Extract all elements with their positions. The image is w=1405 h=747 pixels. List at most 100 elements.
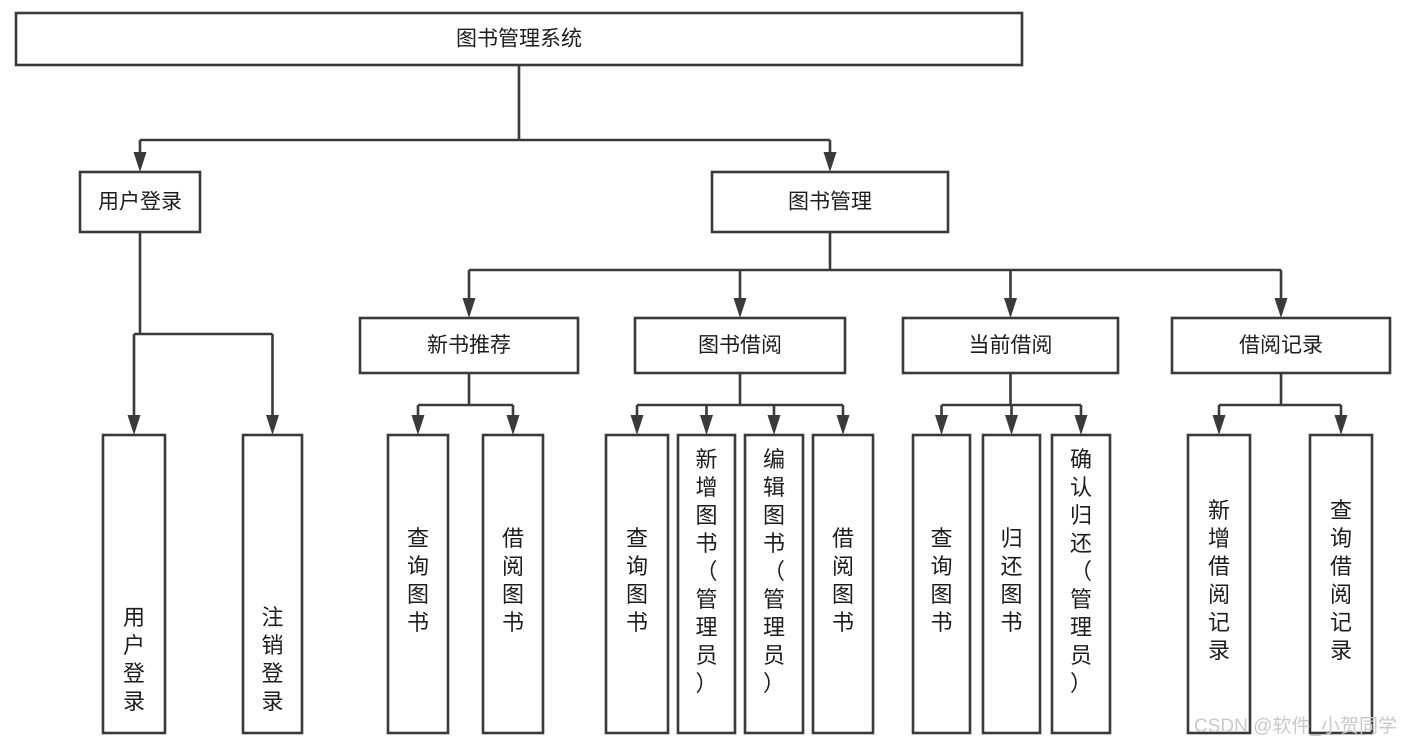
svg-text:增: 增 <box>1208 526 1230 551</box>
arrow-current_borrow-to-leaf-2 <box>1074 415 1088 435</box>
svg-text:注: 注 <box>261 605 283 630</box>
arrow-root-to-level2-1 <box>823 152 837 172</box>
node-leaf-book_borrow-1-box[interactable] <box>676 433 737 735</box>
svg-text:书: 书 <box>1000 610 1022 635</box>
arrow-book-mgmt-to-level3-3 <box>1274 298 1288 318</box>
node-leaf-borrow_record-0-box[interactable] <box>1186 433 1252 735</box>
svg-text:员: 员 <box>763 643 785 668</box>
node-root-label: 图书管理系统 <box>456 28 582 51</box>
node-leaf-book_borrow-3-box[interactable] <box>811 433 875 735</box>
arrow-book-mgmt-to-level3-1 <box>733 298 747 318</box>
node-level3-2-box[interactable] <box>901 316 1120 375</box>
arrow-book_borrow-to-leaf-2 <box>767 415 781 435</box>
node-leaf-book_borrow-0-box[interactable] <box>604 433 670 735</box>
node-level3-0-label: 新书推荐 <box>427 334 511 357</box>
svg-text:图: 图 <box>695 503 717 528</box>
svg-text:图: 图 <box>763 503 785 528</box>
arrow-new_book_recommend-to-leaf-0 <box>411 415 425 435</box>
svg-text:询: 询 <box>407 554 429 579</box>
svg-text:询: 询 <box>626 554 648 579</box>
svg-text:销: 销 <box>261 633 283 658</box>
svg-text:理: 理 <box>1070 615 1092 640</box>
svg-text:图: 图 <box>832 582 854 607</box>
svg-text:图: 图 <box>502 582 524 607</box>
csdn-watermark: CSDN @软件_小贺同学 <box>1194 715 1397 737</box>
svg-text:）: ） <box>695 671 717 696</box>
svg-text:查: 查 <box>626 526 648 551</box>
svg-text:录: 录 <box>1208 638 1230 663</box>
svg-text:书: 书 <box>626 610 648 635</box>
node-leaf-current_borrow-1-box[interactable] <box>981 433 1042 735</box>
svg-text:增: 增 <box>695 475 717 500</box>
svg-text:图: 图 <box>626 582 648 607</box>
svg-text:用: 用 <box>123 605 145 630</box>
node-level3-2-label: 当前借阅 <box>969 334 1053 357</box>
node-level3-3-box[interactable] <box>1170 316 1392 375</box>
svg-text:书: 书 <box>502 610 524 635</box>
node-leaf-user_login-0-label: 用户登录 <box>123 605 145 714</box>
svg-text:阅: 阅 <box>1208 582 1230 607</box>
node-leaf-new_book_recommend-1-box[interactable] <box>481 433 545 735</box>
svg-text:询: 询 <box>930 554 952 579</box>
node-leaf-current_borrow-0-box[interactable] <box>911 433 972 735</box>
svg-text:）: ） <box>763 671 785 696</box>
node-root-box[interactable] <box>14 11 1024 67</box>
node-leaf-current_borrow-2-box[interactable] <box>1050 433 1112 735</box>
node-level3-1-box[interactable] <box>633 316 847 375</box>
svg-text:书: 书 <box>832 610 854 635</box>
svg-text:）: ） <box>1070 671 1092 696</box>
node-leaf-book_borrow-2-box[interactable] <box>743 433 805 735</box>
svg-text:登: 登 <box>123 661 145 686</box>
arrow-new_book_recommend-to-leaf-1 <box>506 415 520 435</box>
svg-text:阅: 阅 <box>832 554 854 579</box>
node-level2-1-label: 图书管理 <box>788 191 872 214</box>
node-level2-0-label: 用户登录 <box>98 191 182 214</box>
svg-text:图: 图 <box>407 582 429 607</box>
node-leaf-borrow_record-1-box[interactable] <box>1308 433 1374 735</box>
svg-text:管: 管 <box>763 587 785 612</box>
svg-text:图: 图 <box>930 582 952 607</box>
svg-text:管: 管 <box>1070 587 1092 612</box>
svg-text:记: 记 <box>1330 610 1352 635</box>
svg-text:员: 员 <box>1070 643 1092 668</box>
arrow-book_borrow-to-leaf-1 <box>700 415 713 435</box>
connector-layer <box>127 65 1348 435</box>
svg-text:新: 新 <box>1208 498 1230 523</box>
svg-text:确: 确 <box>1070 447 1092 472</box>
svg-text:还: 还 <box>1070 531 1092 556</box>
arrow-root-to-level2-0 <box>133 152 147 172</box>
svg-text:归: 归 <box>1000 526 1022 551</box>
node-leaf-user_login-1-box[interactable] <box>241 433 304 735</box>
svg-text:录: 录 <box>123 689 145 714</box>
svg-text:书: 书 <box>930 610 952 635</box>
svg-text:阅: 阅 <box>1330 582 1352 607</box>
arrow-book-mgmt-to-level3-0 <box>462 298 476 318</box>
node-level3-0-box[interactable] <box>358 316 580 375</box>
node-level3-1-label: 图书借阅 <box>698 334 782 357</box>
arrow-book_borrow-to-leaf-0 <box>630 415 644 435</box>
svg-text:归: 归 <box>1070 503 1092 528</box>
svg-text:录: 录 <box>261 689 283 714</box>
arrow-borrow_record-to-leaf-0 <box>1212 415 1226 435</box>
node-level2-1-box[interactable] <box>710 170 950 234</box>
node-leaf-new_book_recommend-0-box[interactable] <box>386 433 450 735</box>
svg-text:书: 书 <box>763 531 785 556</box>
svg-text:图: 图 <box>1000 582 1022 607</box>
svg-text:询: 询 <box>1330 526 1352 551</box>
node-level2-0-box[interactable] <box>78 170 202 234</box>
svg-text:认: 认 <box>1070 475 1092 500</box>
svg-text:查: 查 <box>930 526 952 551</box>
node-leaf-user_login-0-box[interactable] <box>101 433 167 735</box>
svg-text:辑: 辑 <box>763 475 785 500</box>
svg-text:录: 录 <box>1330 638 1352 663</box>
svg-text:查: 查 <box>1330 498 1352 523</box>
